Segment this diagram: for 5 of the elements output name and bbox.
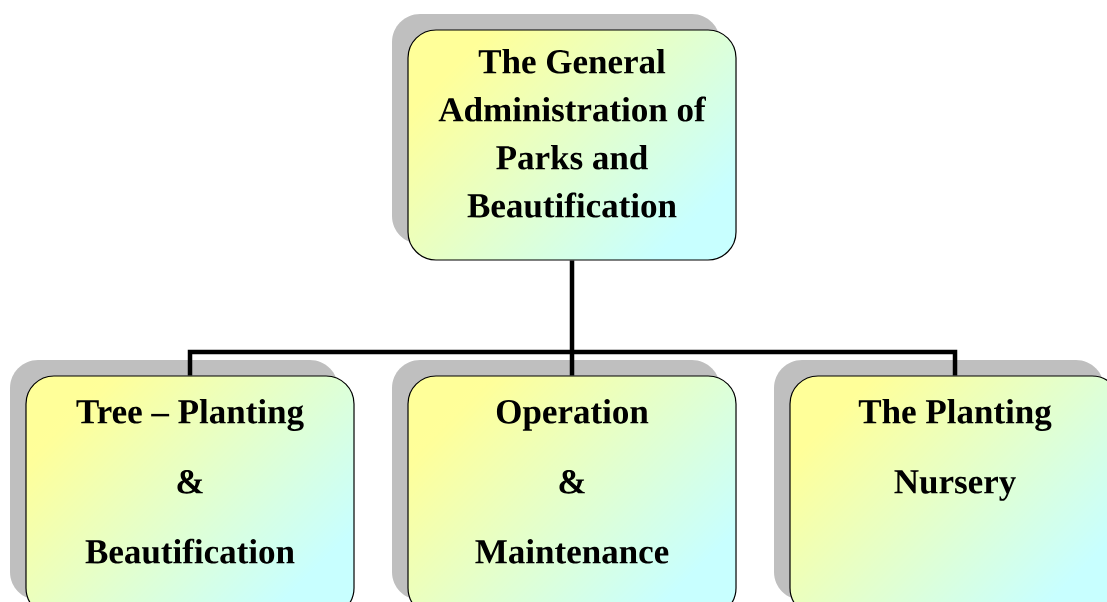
org-box: Tree – Planting & Beautification xyxy=(10,360,355,602)
org-box: The General Administration of Parks and Beautification xyxy=(392,14,737,261)
connector-line xyxy=(187,258,958,378)
org-box: The Planting Nursery xyxy=(774,360,1107,602)
org-box: Operation & Maintenance xyxy=(392,360,737,602)
